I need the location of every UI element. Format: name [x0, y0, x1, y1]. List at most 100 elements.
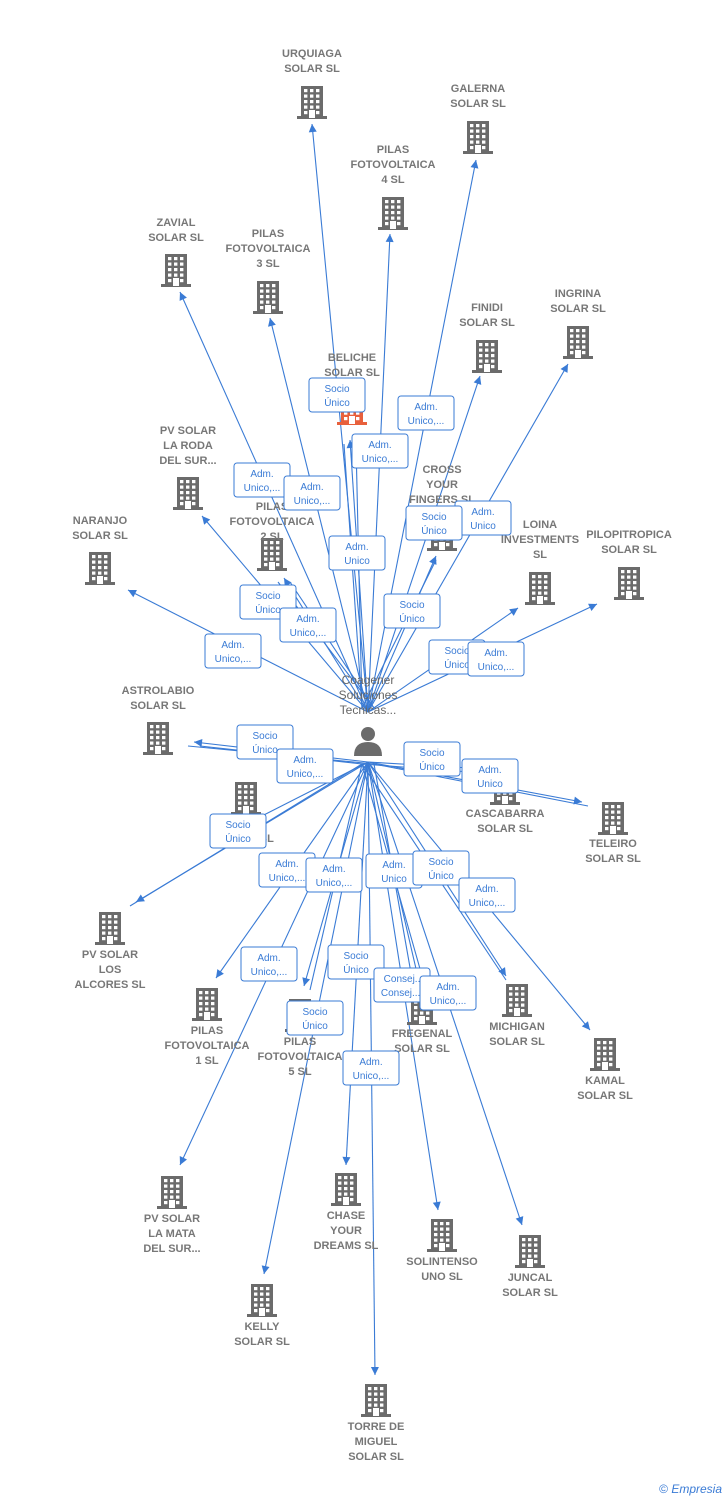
relation-label: Unico,...	[269, 873, 306, 884]
relation-badge[interactable]: Adm.Unico,...	[397, 395, 455, 431]
company-label-line: PILAS	[191, 1025, 223, 1037]
building-icon	[257, 538, 287, 571]
company-label-line: LOINA	[523, 519, 557, 531]
relation-badge[interactable]: Adm.Unico,...	[240, 946, 298, 982]
relation-badge[interactable]: Adm.Unico,...	[279, 607, 337, 643]
relation-badge[interactable]: Adm.Unico	[461, 758, 519, 794]
company-label-line: SOLAR SL	[148, 232, 204, 244]
relation-label: Único	[419, 760, 445, 773]
relation-badge[interactable]: Adm.Unico	[365, 853, 423, 889]
building-icon	[247, 1284, 277, 1317]
building-icon	[157, 1176, 187, 1209]
company-label-line: PILAS	[252, 228, 284, 240]
edge-pilas3	[269, 317, 369, 713]
relation-badge[interactable]: Adm.Unico,...	[351, 433, 409, 469]
relation-badge-box	[327, 944, 385, 980]
company-label-line: DREAMS SL	[314, 1240, 379, 1252]
company-label-line: FOTOVOLTAICA	[165, 1040, 250, 1052]
relation-badge-box	[342, 1050, 400, 1086]
company-label-line: UNO SL	[421, 1271, 463, 1283]
company-label-line: SOLAR SL	[601, 544, 657, 556]
building-icon	[502, 984, 532, 1017]
building-icon	[590, 1038, 620, 1071]
relation-badge-box	[412, 850, 470, 886]
relation-badge[interactable]: Adm.Unico,...	[276, 748, 334, 784]
company-label-line: 5 SL	[288, 1066, 312, 1078]
company-label-line: SOLAR SL	[585, 853, 641, 865]
relation-label: Único	[421, 524, 447, 537]
relation-badge[interactable]: Adm.Unico	[454, 500, 512, 536]
company-label-line: LOS	[99, 964, 122, 976]
arrowhead-ingrina	[560, 364, 568, 373]
arrowhead-naranjo	[128, 590, 137, 598]
company-label-line: SOLAR SL	[489, 1036, 545, 1048]
relation-badge[interactable]: Adm.Unico,...	[467, 641, 525, 677]
relation-badge[interactable]: Adm.Unico,...	[204, 633, 262, 669]
footer-brand[interactable]: © Empresia	[659, 1482, 722, 1496]
relation-badge[interactable]: Adm.Unico,...	[419, 975, 477, 1011]
relation-badge-box	[383, 593, 441, 629]
relation-badge[interactable]: Adm.Unico,...	[305, 857, 363, 893]
relation-label: Socio	[252, 731, 277, 742]
arrowhead-astrolabio	[194, 738, 203, 747]
relation-badge[interactable]: Adm.Unico,...	[283, 475, 341, 511]
arrowhead-juncal	[515, 1216, 524, 1225]
relation-label: Adm.	[382, 860, 405, 871]
relation-label: Consej..	[384, 974, 421, 985]
relation-label: Socio	[399, 600, 424, 611]
company-label-line: SOLAR SL	[550, 303, 606, 315]
relation-badge[interactable]: Adm.Unico,...	[342, 1050, 400, 1086]
relation-badge[interactable]: Adm.Unico,...	[458, 877, 516, 913]
arrowhead-urquiaga	[308, 124, 317, 133]
company-label-line: ALCORES SL	[75, 979, 146, 991]
edge-urquiaga	[311, 123, 369, 713]
relation-label: Unico,...	[290, 628, 327, 639]
company-label-line: SOLAR SL	[477, 823, 533, 835]
arrowhead-torre	[370, 1366, 379, 1375]
center-label-line: Tecnicas...	[340, 703, 397, 717]
relation-badge[interactable]: Adm.Unico	[328, 535, 386, 571]
company-label-line: YOUR	[426, 479, 458, 491]
relation-badge[interactable]: Adm.Unico,...	[233, 462, 291, 498]
center-node[interactable]: CoagenerSolucionesTecnicas...	[339, 673, 398, 756]
building-icon	[143, 722, 173, 755]
arrowhead-pilas4	[385, 234, 394, 243]
building-icon	[598, 802, 628, 835]
company-label-line: SOLAR SL	[577, 1090, 633, 1102]
edge-secondary-5	[289, 581, 375, 709]
arrowhead-pilas1	[216, 969, 224, 978]
